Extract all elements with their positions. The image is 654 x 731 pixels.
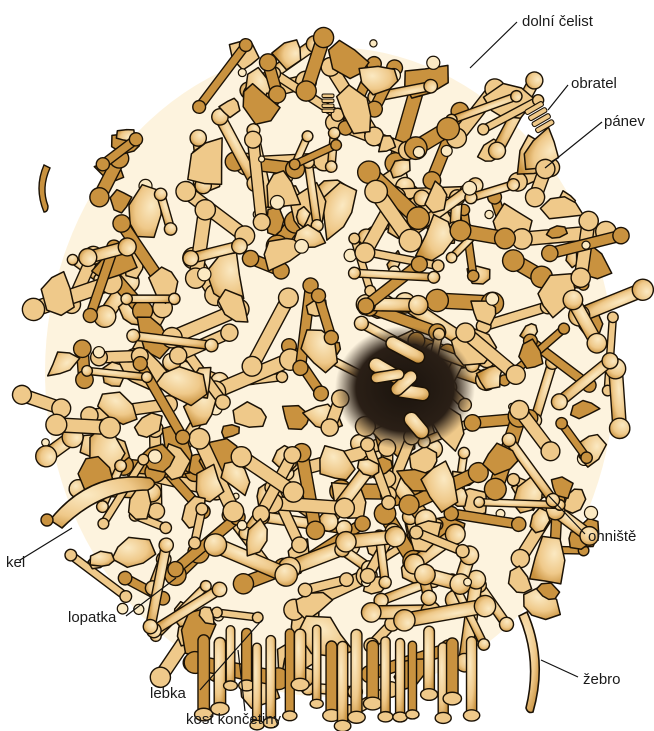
label-kel: kel [6, 554, 25, 571]
label-lebka: lebka [150, 685, 186, 702]
leader-line [470, 22, 517, 68]
limb-bone [348, 629, 365, 723]
bone-knob [370, 40, 377, 47]
limb-bone [463, 637, 479, 721]
bone-knob [270, 195, 284, 209]
bone-knob [413, 146, 424, 157]
bone-knob [259, 156, 265, 162]
bone-knob [117, 603, 128, 614]
label-obratel: obratel [571, 75, 617, 92]
limb-bone [378, 637, 393, 722]
bone-knob [582, 241, 590, 249]
limb-bone [310, 625, 323, 708]
bone-knob [485, 210, 493, 218]
bone-knob [427, 56, 440, 69]
limb-bone [406, 641, 419, 719]
bone-knob [584, 506, 597, 519]
bone-knob [486, 293, 499, 306]
label-kost-koncetiny: kost končetiny [186, 711, 281, 728]
leader-line [541, 660, 578, 677]
bone [121, 293, 180, 304]
bone-knob [93, 347, 104, 358]
bone-knob [295, 239, 309, 253]
rib [519, 612, 539, 713]
label-dolni-celist: dolní čelist [522, 13, 593, 30]
bone-knob [463, 181, 477, 195]
limb-bone [421, 626, 438, 700]
label-lopatka: lopatka [68, 609, 116, 626]
bone-knob [148, 450, 161, 463]
tusk-tip [41, 514, 53, 526]
stray-bone [39, 165, 50, 212]
bone-knob [198, 268, 211, 281]
bone-knob [441, 145, 452, 156]
label-panev: pánev [604, 113, 645, 130]
leader-line [20, 528, 72, 560]
bone-knob [237, 520, 247, 530]
limb-bone [363, 641, 382, 710]
bone-knob [464, 578, 472, 586]
limb-bone [224, 626, 238, 691]
leader-line [548, 85, 568, 110]
limb-bone [393, 639, 407, 722]
limb-bone [443, 638, 461, 705]
bone-knob [238, 69, 246, 77]
label-zebro: žebro [583, 671, 621, 688]
limb-bone [291, 629, 309, 691]
label-ohniste: ohniště [588, 528, 636, 545]
